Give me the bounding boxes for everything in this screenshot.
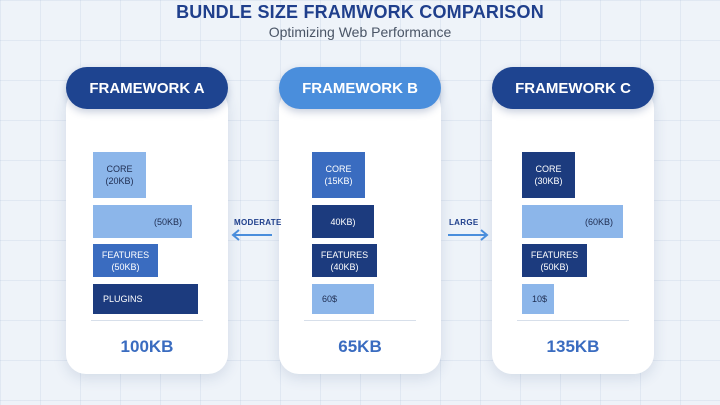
framework-a-plugins-segment: PLUGINS bbox=[93, 284, 198, 314]
segment-label: 40KB) bbox=[330, 216, 356, 227]
segment-label: 10$ bbox=[532, 294, 548, 304]
segment-label: FEATURES bbox=[530, 249, 579, 260]
framework-b-features-segment: FEATURES (40KB) bbox=[312, 244, 377, 277]
framework-c-total: 135KB bbox=[546, 337, 600, 356]
framework-a-features-segment: FEATURES (50KB) bbox=[93, 244, 158, 277]
segment-label: FEATURES bbox=[320, 249, 369, 260]
page-subtitle: Optimizing Web Performance bbox=[268, 24, 452, 40]
framework-b-fourth-segment: 60$ bbox=[312, 284, 374, 314]
framework-b-second-segment: 40KB) bbox=[312, 205, 374, 238]
segment-label: 60$ bbox=[322, 294, 338, 304]
framework-b-divider bbox=[304, 320, 416, 321]
framework-c-core-segment: CORE (30KB) bbox=[522, 152, 575, 198]
segment-size: (30KB) bbox=[534, 176, 563, 186]
large-label: LARGE bbox=[449, 218, 479, 227]
framework-b-total: 65KB bbox=[338, 337, 382, 356]
framework-a-total: 100KB bbox=[120, 337, 174, 356]
right-arrow-icon bbox=[448, 229, 489, 241]
segment-size: (20KB) bbox=[105, 176, 134, 186]
framework-c-features-segment: FEATURES (50KB) bbox=[522, 244, 587, 277]
segment-size: (50KB) bbox=[540, 261, 569, 272]
segment-label: CORE bbox=[106, 164, 133, 174]
framework-a-header: FRAMEWORK A bbox=[66, 67, 228, 109]
framework-a-divider bbox=[91, 320, 203, 321]
framework-b-core-segment: CORE (15KB) bbox=[312, 152, 365, 198]
segment-label: CORE bbox=[535, 164, 562, 174]
framework-c-second-segment: (60KB) bbox=[522, 205, 623, 238]
framework-c-header: FRAMEWORK C bbox=[492, 67, 654, 109]
left-arrow-icon bbox=[231, 229, 272, 241]
segment-label: PLUGINS bbox=[103, 294, 143, 304]
segment-size: (15KB) bbox=[324, 176, 353, 186]
framework-a-core-segment: CORE (20KB) bbox=[93, 152, 146, 198]
segment-label: CORE bbox=[325, 164, 352, 174]
moderate-label: MODERATE bbox=[234, 218, 282, 227]
segment-label: (60KB) bbox=[584, 216, 613, 227]
framework-b-header: FRAMEWORK B bbox=[279, 67, 441, 109]
framework-c-divider bbox=[517, 320, 629, 321]
page-title: BUNDLE SIZE FRAMWORK COMPARISON bbox=[176, 2, 544, 22]
framework-a-second-segment: (50KB) bbox=[93, 205, 192, 238]
framework-c-fourth-segment: 10$ bbox=[522, 284, 554, 314]
segment-size: (40KB) bbox=[330, 261, 359, 272]
segment-label: FEATURES bbox=[101, 249, 150, 260]
segment-label: (50KB) bbox=[153, 216, 182, 227]
segment-size: (50KB) bbox=[111, 261, 140, 272]
